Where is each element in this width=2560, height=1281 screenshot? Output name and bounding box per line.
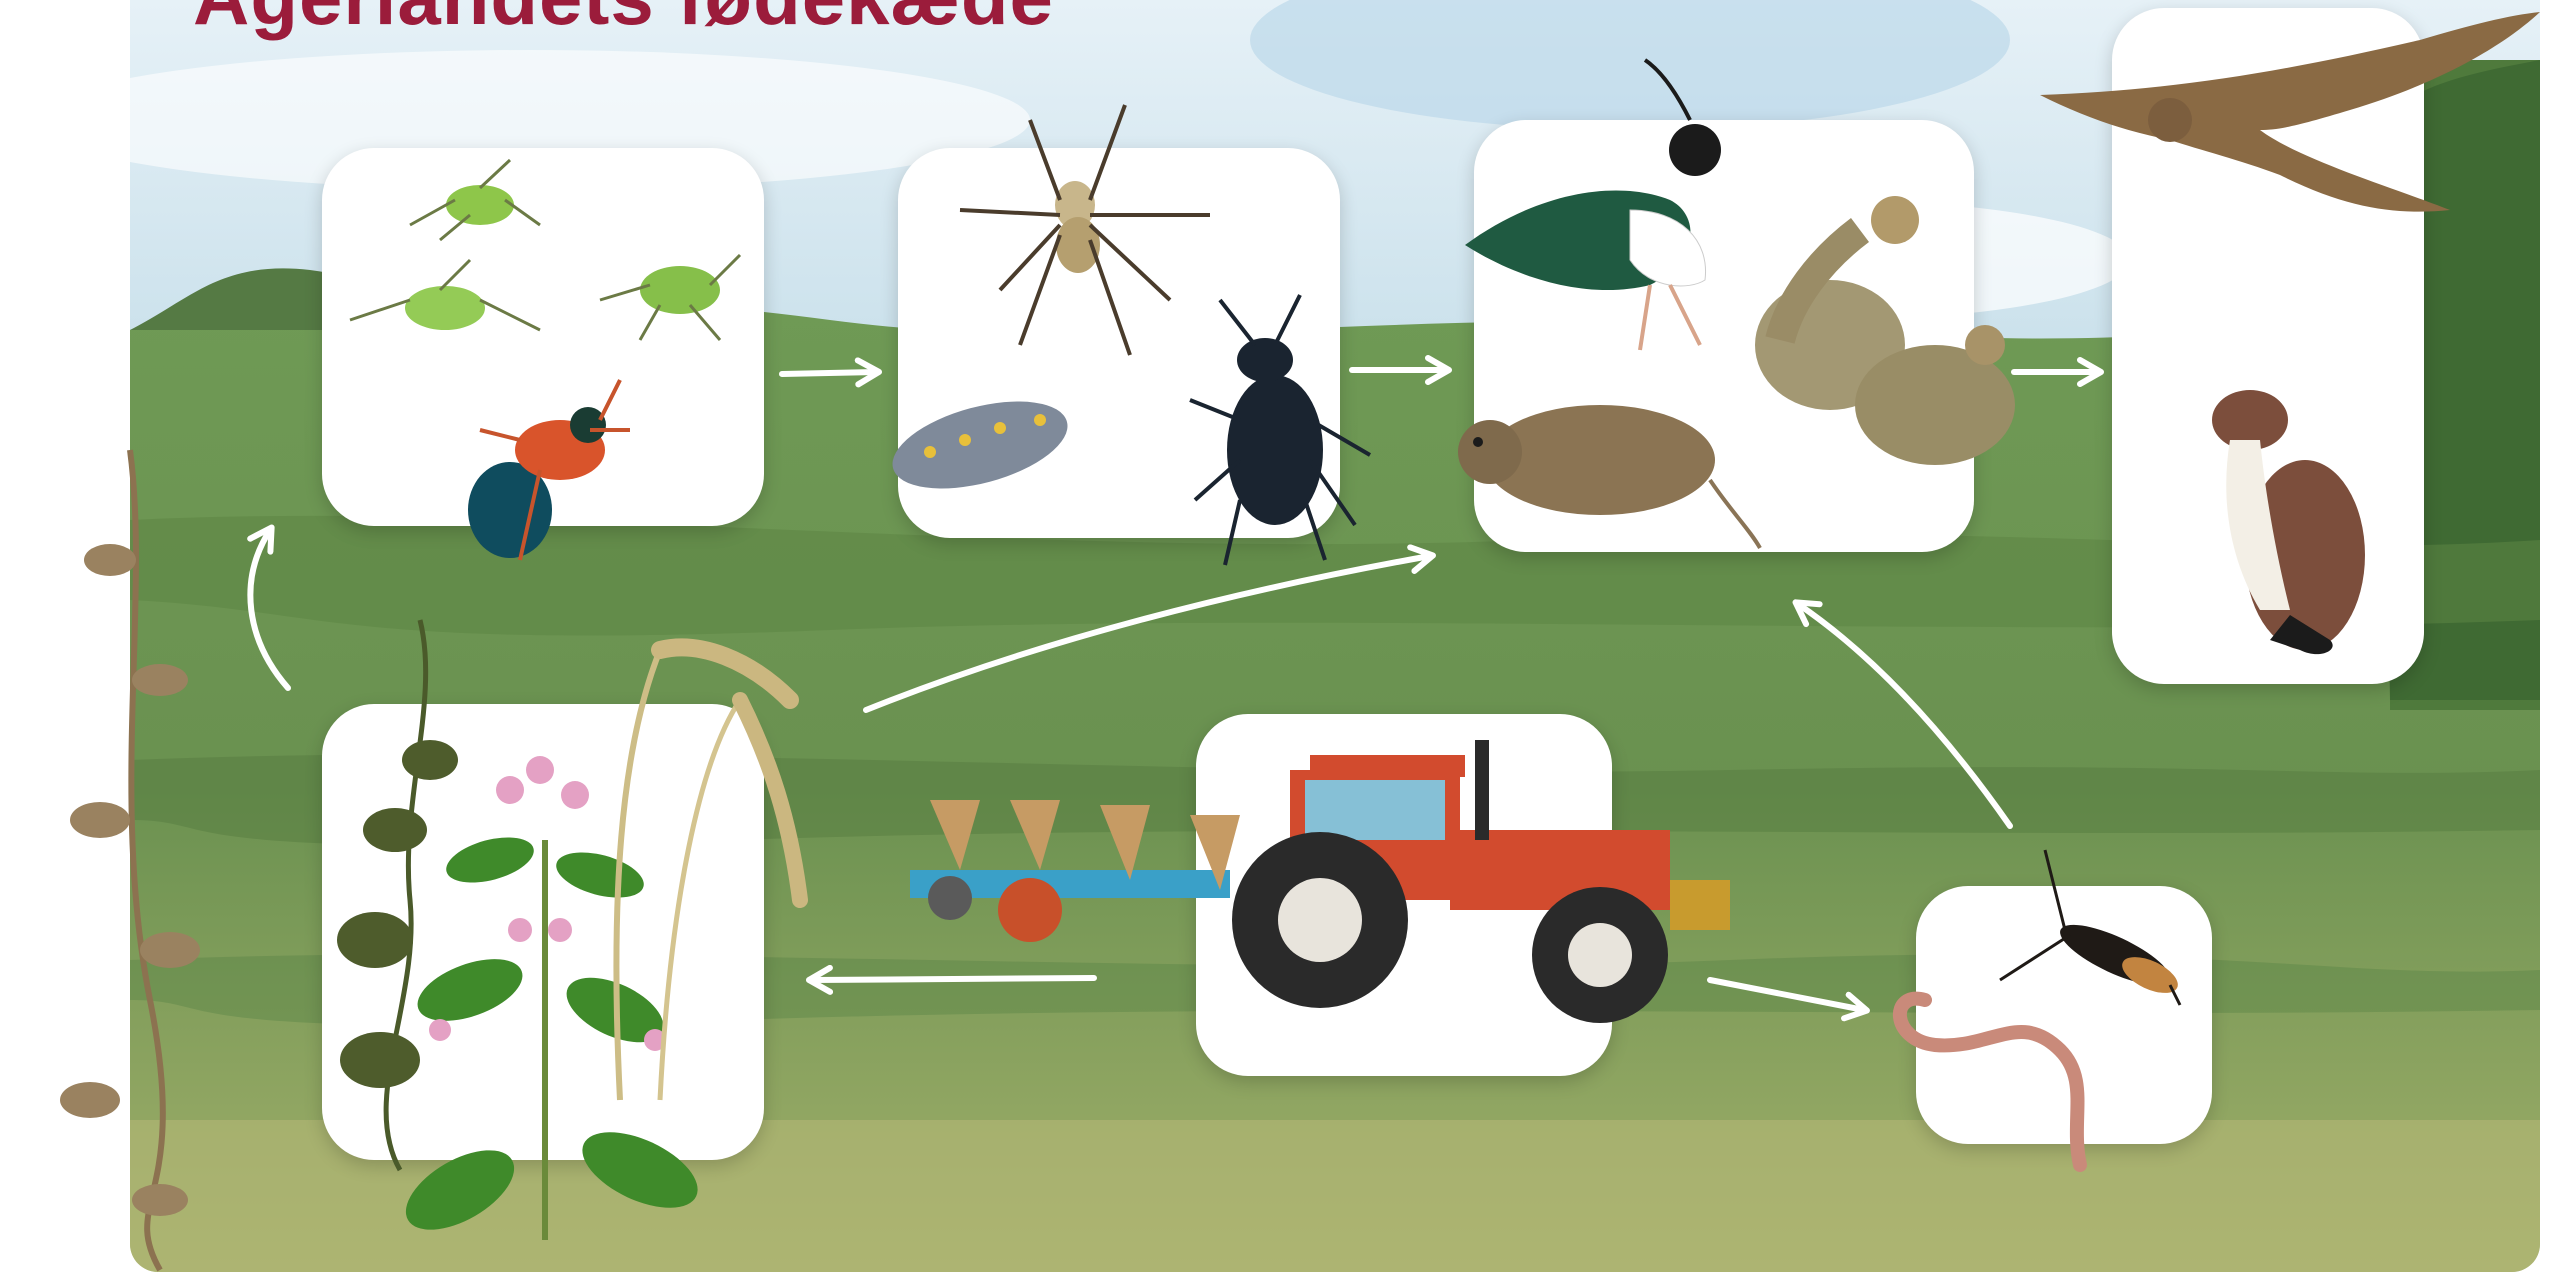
card-birds-and-rodents bbox=[1474, 120, 1974, 552]
card-soil-fauna bbox=[1916, 886, 2212, 1144]
card-plants bbox=[322, 704, 764, 1160]
card-top-predators bbox=[2112, 8, 2424, 684]
card-predator-invertebrates bbox=[898, 148, 1340, 538]
card-herbivore-insects bbox=[322, 148, 764, 526]
diagram-title: Agerlandets fødekæde bbox=[193, 0, 1054, 43]
card-farming bbox=[1196, 714, 1612, 1076]
